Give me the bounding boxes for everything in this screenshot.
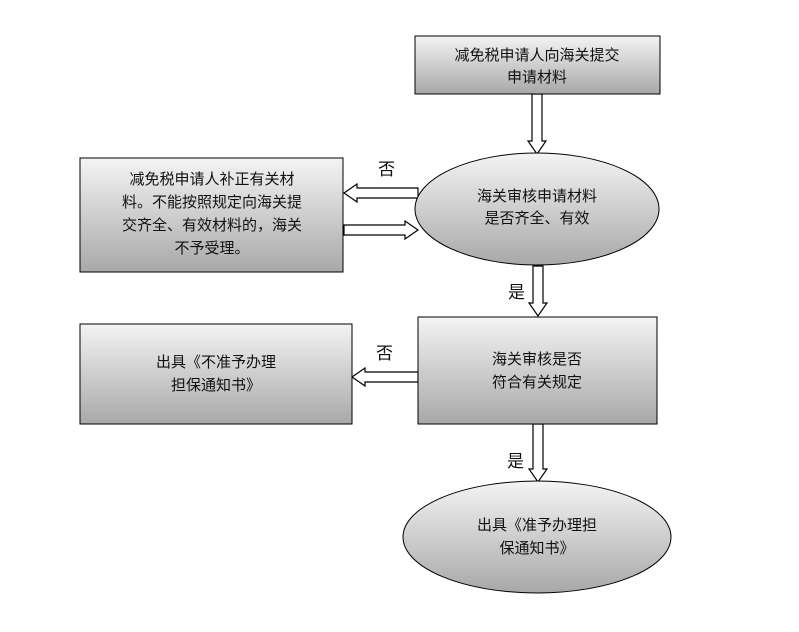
arrow-review-to-check <box>527 265 549 318</box>
node-check-line-2: 符合有关规定 <box>492 373 582 391</box>
node-approve-line-2: 保通知书》 <box>499 539 574 557</box>
node-apply: 减免税申请人向海关提交 申请材料 <box>414 35 661 95</box>
arrow-supplement-to-review <box>343 219 420 241</box>
node-supplement-line-2: 料。不能按照规定向海关提 <box>122 193 302 211</box>
node-reject-line-1: 出具《不准予办理 <box>156 353 276 371</box>
node-reject: 出具《不准予办理 担保通知书》 <box>79 323 353 425</box>
node-check: 海关审核是否 符合有关规定 <box>417 316 658 425</box>
label-no-check: 否 <box>376 344 393 364</box>
arrow-review-to-supplement <box>342 182 419 204</box>
arrow-check-to-reject <box>350 366 419 388</box>
label-no-review: 否 <box>378 160 395 180</box>
node-reject-line-2: 担保通知书》 <box>171 376 261 394</box>
node-approve-line-1: 出具《准予办理担 <box>477 516 597 534</box>
node-supplement-line-4: 不予受理。 <box>174 239 249 257</box>
node-apply-line-1: 减免税申请人向海关提交 <box>454 46 619 64</box>
node-review: 海关审核申请材料 是否齐全、有效 <box>414 152 660 266</box>
label-yes-review: 是 <box>508 283 525 303</box>
node-supplement-line-3: 交齐全、有效材料的，海关 <box>122 216 302 234</box>
node-review-line-2: 是否齐全、有效 <box>484 209 589 227</box>
node-supplement: 减免税申请人补正有关材 料。不能按照规定向海关提 交齐全、有效材料的，海关 不予… <box>79 157 344 273</box>
arrow-apply-to-review <box>526 93 548 156</box>
node-check-line-1: 海关审核是否 <box>492 350 582 368</box>
label-yes-check: 是 <box>507 452 524 472</box>
node-approve: 出具《准予办理担 保通知书》 <box>402 480 672 594</box>
arrow-check-to-approve <box>527 423 549 484</box>
node-supplement-line-1: 减免税申请人补正有关材 <box>129 170 294 188</box>
node-apply-line-2: 申请材料 <box>507 68 567 86</box>
node-review-line-1: 海关审核申请材料 <box>477 187 597 205</box>
